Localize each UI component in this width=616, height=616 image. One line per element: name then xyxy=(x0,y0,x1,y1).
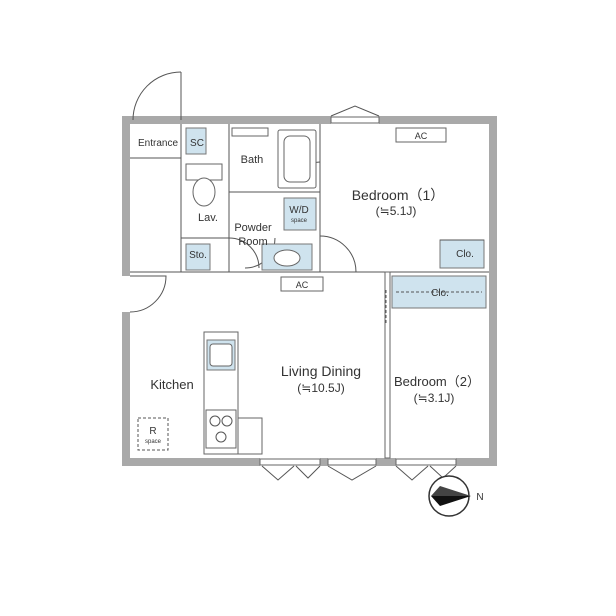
room-size-bedroom2: (≒3.1J) xyxy=(414,391,455,405)
toilet xyxy=(185,163,223,207)
interior-doors xyxy=(129,161,357,313)
compass-icon: N xyxy=(428,475,484,517)
room-label-r-space: space xyxy=(145,439,162,445)
closet-bedroom2 xyxy=(391,275,487,309)
fridge-space xyxy=(137,417,169,451)
interior-walls xyxy=(130,124,489,459)
room-label-r: R xyxy=(149,426,156,437)
room-label-wd: W/D xyxy=(289,205,308,216)
compass-north-label: N xyxy=(476,492,483,503)
room-label-wd-space: space xyxy=(291,218,308,224)
shoe-cabinet xyxy=(185,127,207,155)
ac-unit-bedroom xyxy=(395,127,447,143)
room-label-living-dining: Living Dining xyxy=(281,363,361,379)
windows xyxy=(259,105,457,481)
room-label-kitchen: Kitchen xyxy=(150,377,193,392)
storage-shelf xyxy=(185,243,211,271)
ac-label-living: AC xyxy=(296,280,309,290)
bath-shelf xyxy=(231,127,269,137)
room-label-bath: Bath xyxy=(241,154,264,166)
ac-unit-living xyxy=(280,276,324,292)
room-label-bedroom1: Bedroom（1） xyxy=(352,187,445,203)
closet-label-bedroom2: Clo. xyxy=(431,288,449,299)
washer-space xyxy=(283,197,317,231)
closet-label-bedroom1: Clo. xyxy=(456,249,474,260)
room-size-bedroom1: (≒5.1J) xyxy=(376,204,417,218)
room-label-entrance: Entrance xyxy=(138,138,178,149)
ac-label-bedroom: AC xyxy=(415,131,428,141)
room-label-bedroom2: Bedroom（2） xyxy=(394,374,480,389)
closet-bedroom1 xyxy=(439,239,485,269)
outer-walls xyxy=(122,116,497,466)
room-label-powder-room: Room xyxy=(238,236,267,248)
vanity-sink xyxy=(261,243,313,271)
entrance-door[interactable] xyxy=(132,71,182,121)
room-label-sc: SC xyxy=(190,138,204,149)
room-label-powder: Powder xyxy=(234,222,272,234)
kitchen-counter xyxy=(203,331,263,455)
room-label-sto: Sto. xyxy=(189,250,207,261)
room-size-living-dining: (≒10.5J) xyxy=(297,381,344,395)
bathtub xyxy=(277,129,317,189)
room-label-lav: Lav. xyxy=(198,212,218,224)
